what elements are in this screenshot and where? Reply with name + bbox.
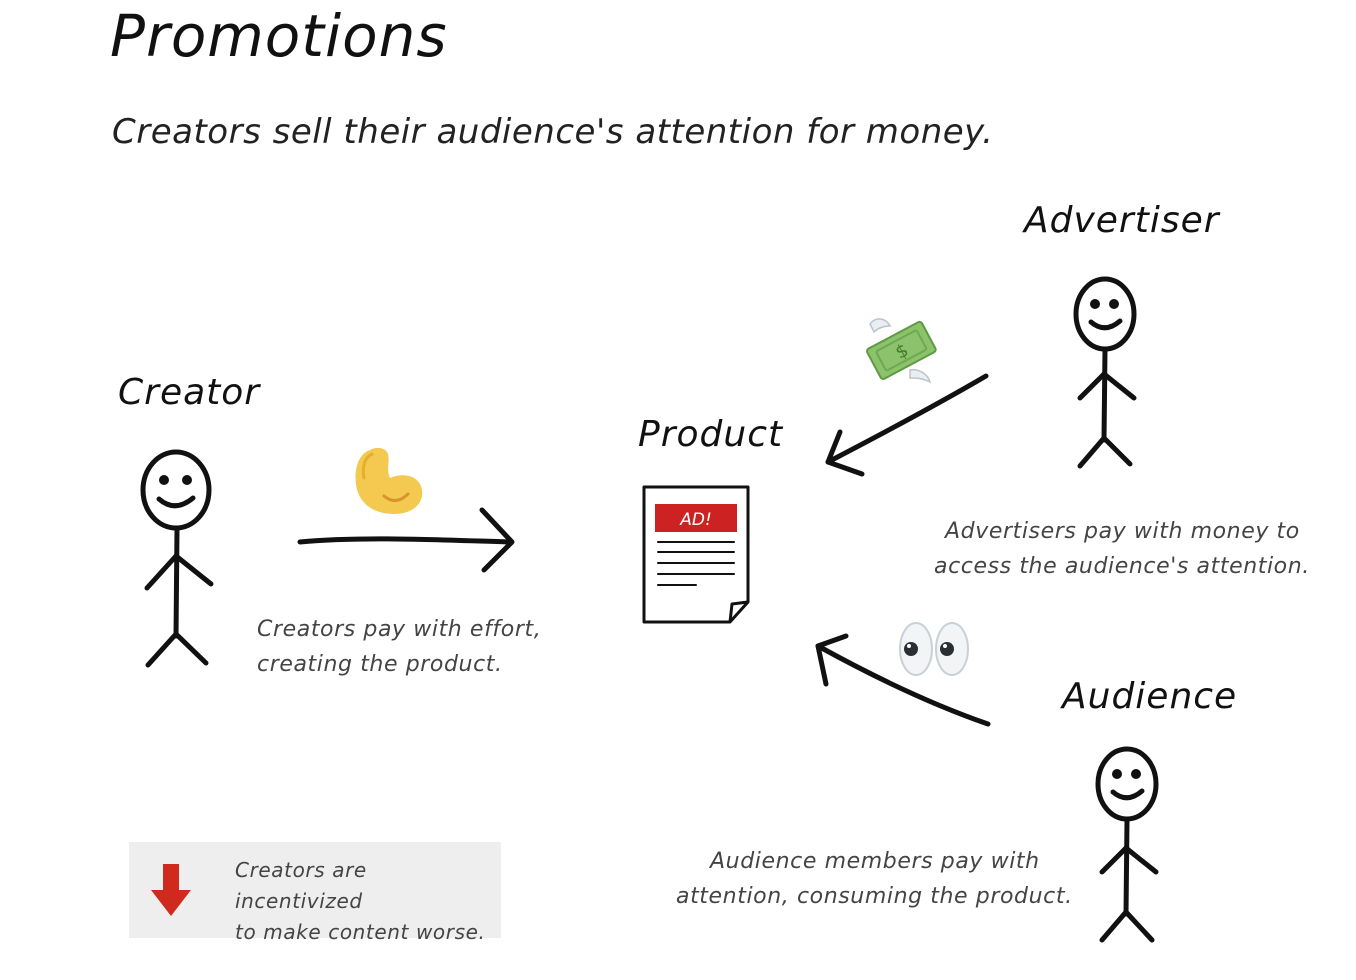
creator-label: Creator xyxy=(118,372,261,413)
advertiser-stick-figure xyxy=(1073,276,1137,469)
product-document-icon: AD! xyxy=(642,485,750,624)
audience-caption-line2: attention, consuming the product. xyxy=(676,884,1073,909)
audience-caption: Audience members pay with attention, con… xyxy=(676,844,1073,914)
creator-caption-line1: Creators pay with effort, xyxy=(257,617,542,642)
eyes-icon xyxy=(899,622,969,676)
callout-line2: to make content worse. xyxy=(235,920,486,944)
advertiser-caption: Advertisers pay with money to access the… xyxy=(934,514,1310,584)
down-arrow-icon xyxy=(151,864,191,916)
incentive-callout: Creators are incentivized to make conten… xyxy=(129,842,501,944)
creator-caption-line2: creating the product. xyxy=(257,652,503,677)
creator-caption: Creators pay with effort, creating the p… xyxy=(257,612,541,682)
advertiser-to-product-arrow xyxy=(825,373,989,477)
callout-text: Creators are incentivized to make conten… xyxy=(235,855,501,948)
product-label: Product xyxy=(638,414,784,455)
audience-caption-line1: Audience members pay with xyxy=(710,849,1040,874)
money-with-wings-icon: $ xyxy=(866,318,937,384)
audience-to-product-arrow xyxy=(815,633,991,727)
creator-stick-figure xyxy=(140,449,214,668)
ad-banner-text: AD! xyxy=(679,510,712,530)
page-title: Promotions xyxy=(110,2,448,70)
advertiser-caption-line1: Advertisers pay with money to xyxy=(945,519,1300,544)
advertiser-caption-line2: access the audience's attention. xyxy=(934,554,1310,579)
creator-to-product-arrow xyxy=(297,507,515,573)
page-subtitle: Creators sell their audience's attention… xyxy=(112,112,994,152)
audience-stick-figure xyxy=(1095,746,1159,943)
callout-line1: Creators are incentivized xyxy=(235,858,367,913)
advertiser-label: Advertiser xyxy=(1024,200,1220,241)
audience-label: Audience xyxy=(1062,676,1238,717)
flexed-biceps-icon xyxy=(355,447,423,514)
ad-banner xyxy=(655,504,737,532)
